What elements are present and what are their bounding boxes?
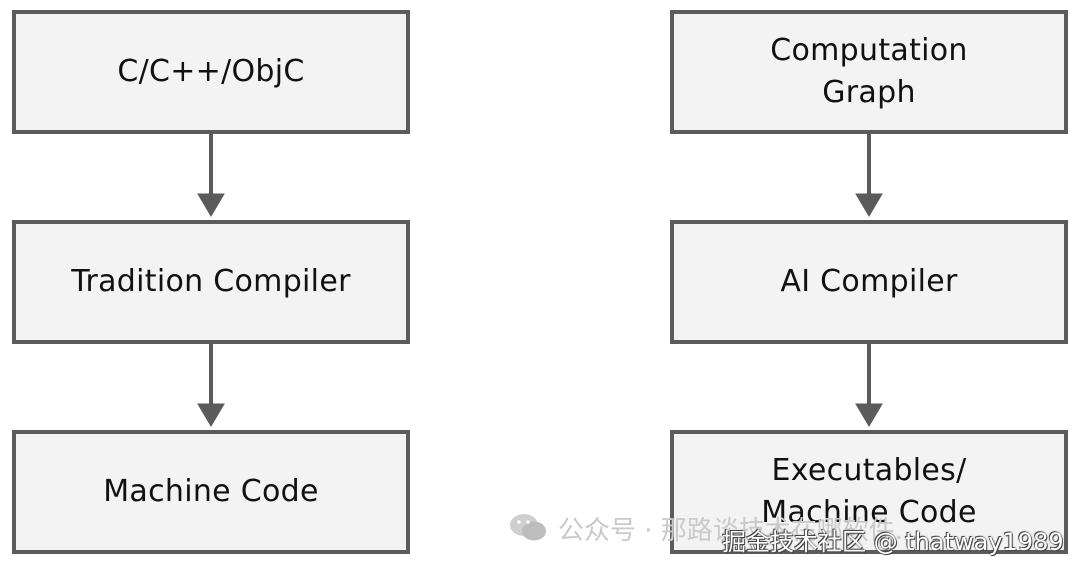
c-cpp-objc-label: C/C++/ObjC: [117, 54, 305, 89]
executables-label-line2: Machine Code: [761, 495, 977, 530]
c-cpp-objc-box: C/C++/ObjC: [12, 10, 410, 134]
computation-graph-label-line1: Computation: [770, 33, 968, 68]
juejin-watermark: 掘金技术社区 @ thatway1989: [722, 528, 1064, 556]
machine-code-label: Machine Code: [103, 474, 319, 509]
ai-compiler-box: AI Compiler: [670, 220, 1068, 344]
computation-graph-box: Computation Graph: [670, 10, 1068, 134]
arrowhead-source-to-tradition-compiler: [197, 193, 225, 217]
tradition-compiler-label: Tradition Compiler: [71, 264, 351, 299]
arrowhead-graph-to-ai-compiler: [855, 193, 883, 217]
wechat-watermark-text: 公众号 · 那路谈技术在哪软件...: [558, 515, 920, 546]
computation-graph-label-line2: Graph: [822, 75, 916, 110]
machine-code-box: Machine Code: [12, 430, 410, 554]
executables-label-line1: Executables/: [771, 453, 967, 488]
ai-compiler-label: AI Compiler: [780, 264, 958, 299]
executables-box: Executables/ Machine Code: [670, 430, 1068, 554]
wechat-icon: [510, 514, 546, 541]
arrowhead-ai-compiler-to-executables: [855, 403, 883, 427]
arrowhead-tradition-compiler-to-machine-code: [197, 403, 225, 427]
tradition-compiler-box: Tradition Compiler: [12, 220, 410, 344]
wechat-watermark: 公众号 · 那路谈技术在哪软件...: [508, 508, 920, 548]
